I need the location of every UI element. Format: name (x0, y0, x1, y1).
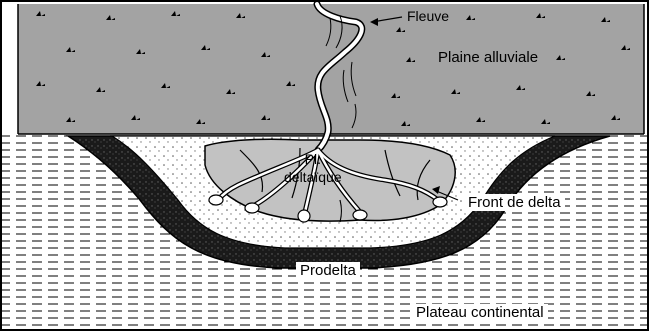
plaine-deltaique-label: Pl. deltaïque (284, 150, 342, 186)
front-de-delta-label: Front de delta (464, 194, 565, 211)
plaine-deltaique-label-line2: deltaïque (284, 168, 342, 186)
prodelta-label: Prodelta (296, 262, 360, 279)
plaine-alluviale-label: Plaine alluviale (438, 49, 538, 66)
fleuve-label: Fleuve (407, 8, 449, 24)
plateau-continental-label: Plateau continental (412, 304, 548, 321)
plaine-deltaique-label-line1: Pl. (284, 150, 342, 168)
